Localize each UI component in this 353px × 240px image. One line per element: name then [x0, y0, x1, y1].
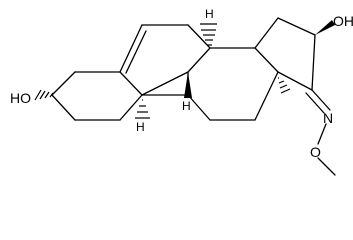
hash-bond-h-14 [135, 99, 150, 119]
ring-a [51, 71, 143, 121]
hash-bond-ho-left [34, 89, 54, 101]
hydroxyl-right-label: OH [333, 13, 353, 29]
structure-diagram: HO OH N O H H H [10, 7, 353, 176]
hash-bond-methyl [278, 77, 291, 94]
wedge-bond-oh-right [315, 20, 335, 35]
h-atom-8-label: H [182, 99, 191, 113]
hydroxyl-left-label: HO [10, 90, 31, 106]
ring-d [254, 17, 316, 91]
hash-bond-h-9 [200, 23, 217, 46]
ring-b [119, 24, 211, 96]
wedge-bond-h-8 [184, 72, 192, 98]
oxime-group [305, 89, 336, 176]
h-atom-9-label: H [205, 7, 214, 21]
ring-c [141, 47, 279, 121]
oxime-oxygen-label: O [310, 144, 321, 160]
h-atom-14-label: H [136, 120, 145, 134]
oxime-nitrogen-label: N [323, 110, 333, 126]
